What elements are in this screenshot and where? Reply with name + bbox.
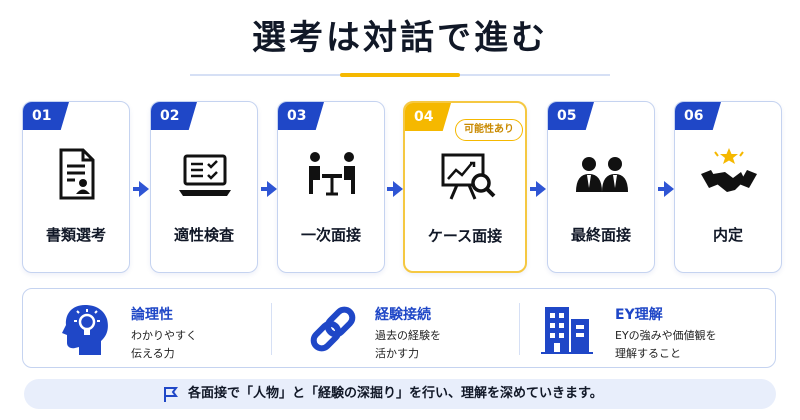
head-lightbulb-icon bbox=[62, 305, 108, 355]
step-arrow-stem bbox=[387, 187, 395, 191]
document-profile-icon bbox=[59, 148, 95, 200]
presentation-magnifier-icon bbox=[441, 153, 496, 200]
step-number: 04 bbox=[405, 103, 451, 131]
step-arrow bbox=[393, 181, 403, 197]
title-accent-bar bbox=[340, 73, 460, 77]
step-arrow-stem bbox=[658, 187, 666, 191]
skill-title: 経験接続 bbox=[375, 307, 431, 323]
step-number: 06 bbox=[675, 102, 721, 130]
laptop-checklist-icon bbox=[179, 154, 231, 196]
step-card-1: 01 書類選考 bbox=[22, 101, 130, 273]
step-arrow bbox=[664, 181, 674, 197]
skill-divider bbox=[271, 303, 272, 355]
skill-description: 過去の経験を 活かす力 bbox=[375, 327, 505, 363]
step-label: ケース面接 bbox=[427, 227, 503, 245]
step-arrow-stem bbox=[133, 187, 141, 191]
skill-desc-line: 活かす力 bbox=[375, 347, 419, 360]
step-card-2: 02 適性検査 bbox=[150, 101, 258, 273]
step-label: 最終面接 bbox=[570, 226, 631, 244]
skill-title: 論理性 bbox=[131, 307, 173, 323]
skill-desc-line: 伝える力 bbox=[131, 347, 175, 360]
handshake-star-icon bbox=[701, 148, 757, 192]
step-card-6: 06 内定 bbox=[674, 101, 782, 273]
step-label: 書類選考 bbox=[45, 226, 106, 244]
skill-description: わかりやすく 伝える力 bbox=[131, 327, 261, 363]
step-arrow-stem bbox=[261, 187, 269, 191]
step-label: 一次面接 bbox=[300, 226, 361, 244]
flag-icon bbox=[164, 387, 178, 402]
step-number: 05 bbox=[548, 102, 594, 130]
step-card-3: 03 一次面接 bbox=[277, 101, 385, 273]
step-arrow-stem bbox=[530, 187, 538, 191]
footer-note: 各面接で「人物」と「経験の深掘り」を行い、理解を深めていきます。 bbox=[24, 379, 776, 409]
skill-title: EY理解 bbox=[615, 307, 663, 323]
skill-ey-understanding: EY理解 EYの強みや価値観を 理解すること bbox=[523, 289, 763, 369]
possibility-badge: 可能性あり bbox=[455, 119, 523, 141]
skill-divider bbox=[519, 303, 520, 355]
two-executives-icon bbox=[576, 157, 628, 192]
step-number: 02 bbox=[151, 102, 197, 130]
step-arrow bbox=[139, 181, 149, 197]
step-label: 適性検査 bbox=[173, 226, 234, 244]
step-arrow bbox=[536, 181, 546, 197]
skill-description: EYの強みや価値観を 理解すること bbox=[615, 327, 765, 363]
step-number: 01 bbox=[23, 102, 69, 130]
skill-desc-line: 過去の経験を bbox=[375, 329, 441, 342]
office-building-icon bbox=[541, 307, 593, 354]
step-arrow bbox=[267, 181, 277, 197]
step-label: 内定 bbox=[712, 226, 743, 244]
evaluation-points-panel: 論理性 わかりやすく 伝える力 経験接続 過去の経験を 活かす力 bbox=[22, 288, 776, 368]
interview-table-icon bbox=[309, 152, 355, 196]
skill-experience: 経験接続 過去の経験を 活かす力 bbox=[275, 289, 515, 369]
chain-link-icon bbox=[310, 306, 356, 352]
step-card-4: 04 可能性あり ケース面接 bbox=[403, 101, 527, 273]
page-title: 選考は対話で進む bbox=[252, 18, 548, 58]
skill-desc-line: 理解すること bbox=[615, 347, 681, 360]
step-number: 03 bbox=[278, 102, 324, 130]
skill-desc-line: EYの強みや価値観を bbox=[615, 329, 717, 342]
skill-desc-line: わかりやすく bbox=[131, 329, 197, 342]
skill-logic: 論理性 わかりやすく 伝える力 bbox=[23, 289, 263, 369]
step-card-5: 05 最終面接 bbox=[547, 101, 655, 273]
footer-text: 各面接で「人物」と「経験の深掘り」を行い、理解を深めていきます。 bbox=[188, 386, 603, 401]
selection-steps: 01 書類選考 02 適性検査 03 bbox=[22, 101, 782, 273]
